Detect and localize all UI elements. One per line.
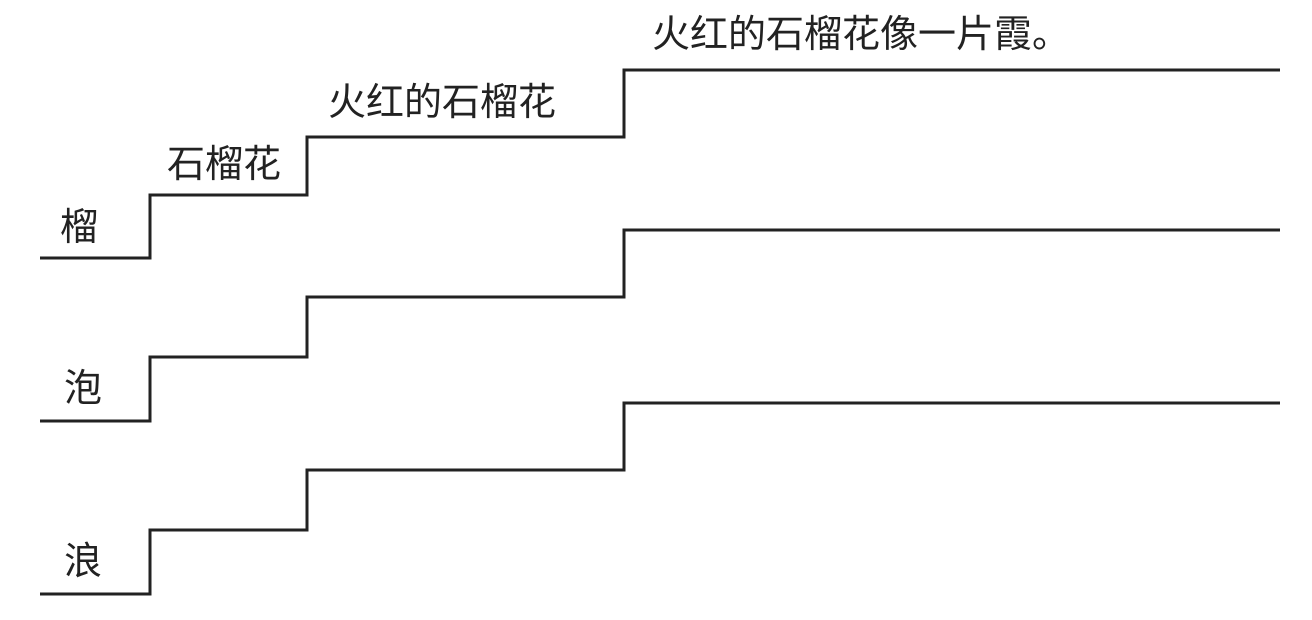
start-character: 泡 <box>64 366 102 410</box>
start-character: 浪 <box>64 539 102 583</box>
staircase-line <box>40 68 1280 260</box>
step-1-text: 石榴花 <box>167 142 281 186</box>
ladder-row-3: 浪 <box>40 401 1280 596</box>
staircase-line <box>40 401 1280 596</box>
staircase-line <box>40 228 1280 423</box>
step-2-text: 火红的石榴花 <box>328 80 556 124</box>
step-3-text: 火红的石榴花像一片霞。 <box>652 12 1070 56</box>
ladder-row-2: 泡 <box>40 228 1280 423</box>
ladder-row-1: 榴 石榴花 火红的石榴花 火红的石榴花像一片霞。 <box>40 12 1280 260</box>
start-character: 榴 <box>60 205 98 249</box>
